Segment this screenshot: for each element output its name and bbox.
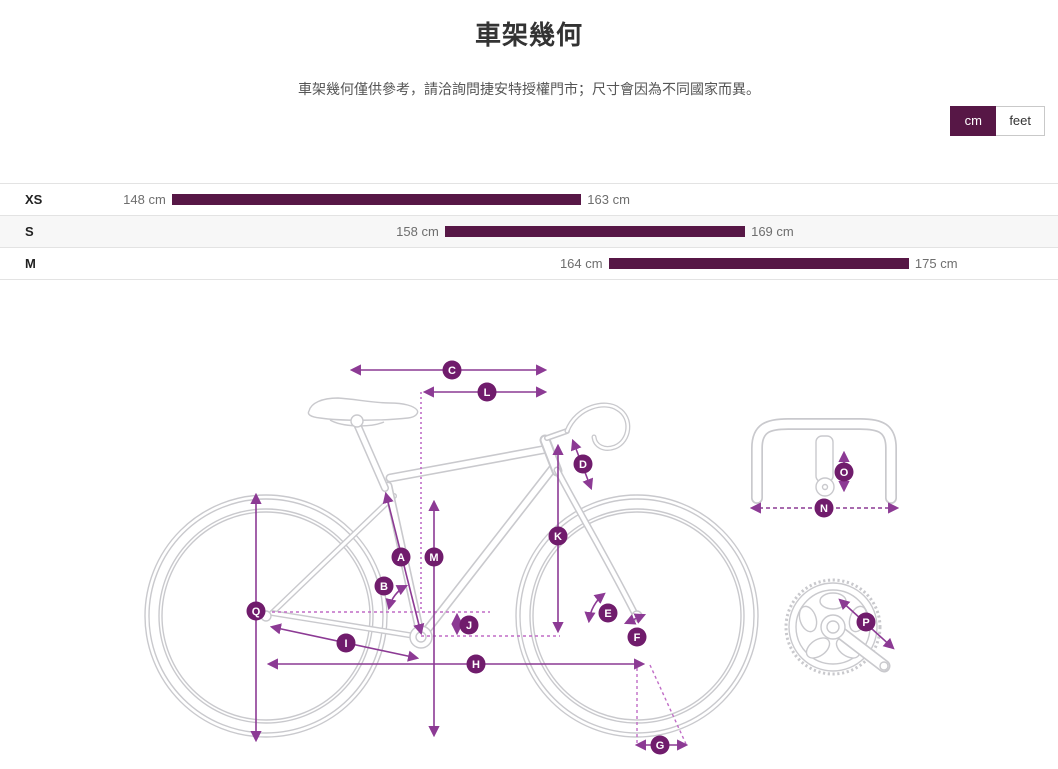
marker-P: P [856,612,876,632]
rear-wheel [144,494,388,738]
size-label: S [25,224,34,239]
page-subtitle: 車架幾何僅供參考，請洽詢問捷安特授權門市；尺寸會因為不同國家而異。 [298,81,760,97]
measure-arrow-F [623,613,647,625]
svg-text:P: P [862,617,869,629]
svg-text:H: H [472,659,480,671]
svg-text:D: D [579,459,587,471]
handlebar-front-view [751,418,897,504]
svg-text:G: G [656,740,665,752]
marker-M: M [424,547,444,567]
unit-toggle-feet[interactable]: feet [996,106,1045,136]
range-max-label: 163 cm [587,192,630,207]
svg-text:Q: Q [252,606,261,618]
height-range-bar [608,258,909,269]
svg-text:N: N [820,503,828,515]
stem-clamp [815,435,834,483]
svg-text:M: M [429,552,438,564]
range-min-label: 164 cm [559,256,603,271]
marker-H: H [466,654,486,674]
marker-N: N [814,498,834,518]
unit-toggle-cm[interactable]: cm [950,106,997,136]
svg-text:A: A [397,552,405,564]
size-label: XS [25,192,43,207]
marker-L: L [477,382,497,402]
size-label: M [25,256,36,271]
handlebar-drop [564,402,631,451]
size-row-XS: XS 148 cm 163 cm [0,183,1058,215]
marker-E: E [598,603,618,623]
svg-text:J: J [466,620,472,632]
marker-D: D [573,454,593,474]
marker-O: O [834,462,854,482]
seat-clamp [350,414,364,428]
svg-text:K: K [554,531,562,543]
measure-arc-B [385,584,408,611]
height-range-bar [444,226,746,237]
marker-A: A [391,547,411,567]
marker-K: K [548,526,568,546]
bike-side-view [144,397,759,738]
marker-B: B [374,576,394,596]
svg-text:O: O [840,467,849,479]
marker-Q: Q [246,601,266,621]
size-row-M: M 164 cm 175 cm [0,247,1058,280]
size-row-S: S 158 cm 169 cm [0,215,1058,247]
svg-text:B: B [380,581,388,593]
marker-F: F [627,627,647,647]
svg-text:F: F [634,632,641,644]
letter-markers: A B C D E F G H I J K L M N O P Q [246,360,876,755]
range-min-label: 158 cm [396,224,439,239]
page-title: 車架幾何 [474,20,583,50]
svg-text:E: E [604,608,611,620]
height-range-bar [171,194,582,205]
range-min-label: 148 cm [123,192,166,207]
marker-I: I [336,633,356,653]
range-max-label: 175 cm [914,256,958,271]
marker-J: J [459,615,479,635]
svg-text:C: C [448,365,456,377]
marker-C: C [442,360,462,380]
pedal-hole [879,661,889,671]
svg-text:I: I [344,638,347,650]
steering-axis-extension [649,664,687,745]
saddle [307,397,419,421]
marker-G: G [650,735,670,755]
range-max-label: 169 cm [751,224,794,239]
unit-toggle: cm feet [950,106,1045,136]
measure-arc-E [584,592,606,624]
svg-text:L: L [484,387,491,399]
size-table: XS 148 cm 163 cm S 158 cm 169 cm M 164 cm 175 cm [0,183,1058,280]
